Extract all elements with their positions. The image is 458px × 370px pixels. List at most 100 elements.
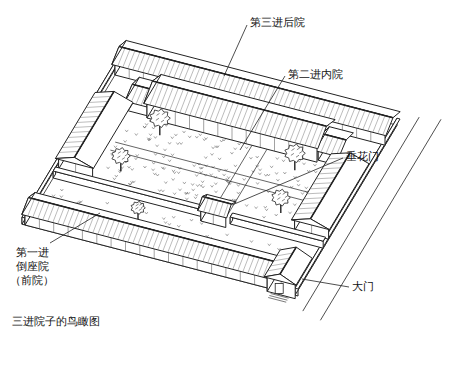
tree-scribble	[125, 154, 128, 156]
grass-mark	[243, 178, 246, 180]
grass-mark	[223, 174, 226, 176]
grass-mark	[154, 153, 157, 155]
roof-tile	[83, 111, 102, 112]
roof-tile	[63, 208, 70, 225]
roof-tile	[59, 151, 78, 152]
grass-mark	[245, 147, 248, 149]
grass-mark	[184, 193, 187, 195]
grass-mark	[149, 134, 152, 136]
grass-mark	[164, 221, 167, 223]
roof-ridge	[153, 81, 327, 126]
grass-mark	[200, 171, 203, 173]
grass-mark	[220, 140, 223, 142]
roof-tile	[175, 89, 184, 112]
grass-mark	[134, 158, 137, 160]
roof-tile	[65, 141, 84, 142]
grass-mark	[270, 166, 273, 168]
grass-mark	[195, 136, 198, 138]
grass-mark	[171, 154, 174, 156]
tree-scribble	[162, 113, 165, 115]
grass-mark	[230, 152, 233, 154]
tree-scribble	[292, 149, 295, 151]
roof-tile	[301, 203, 320, 204]
callout-label: 第一进 倒座院 （前院）	[8, 246, 56, 287]
grass-mark	[191, 183, 194, 185]
roof-tile	[133, 226, 140, 243]
grass-mark	[265, 209, 268, 211]
grass-mark	[204, 157, 207, 159]
tree-crown	[131, 201, 145, 214]
roof-tile	[319, 173, 338, 174]
roof-tile	[315, 125, 324, 147]
roof-gable	[55, 157, 93, 168]
grass-mark	[143, 126, 146, 128]
grass-mark	[179, 189, 182, 191]
roof-tile	[203, 245, 210, 262]
grass-mark	[275, 172, 278, 174]
roof-gable	[22, 193, 35, 215]
roof-tile	[98, 217, 105, 234]
grass-mark	[168, 223, 171, 225]
roof-tile	[338, 105, 345, 123]
roof-tile	[348, 108, 355, 126]
roof-tile	[103, 219, 110, 236]
grass-mark	[147, 139, 150, 141]
grass-mark	[128, 166, 131, 168]
grass-mark	[168, 160, 171, 162]
grass-mark	[174, 134, 177, 136]
tree-scribble	[123, 151, 126, 153]
roof-tile	[214, 201, 219, 215]
leader-lines	[50, 25, 349, 287]
grass-mark	[200, 222, 203, 224]
grass-mark	[201, 181, 204, 183]
callout-label: 大门	[352, 280, 374, 294]
roof-tile	[180, 90, 189, 113]
roof-tile	[158, 58, 165, 76]
roof-front	[144, 81, 327, 149]
grass-mark	[177, 225, 180, 227]
roof-tile	[373, 114, 380, 132]
grass-mark	[153, 173, 156, 175]
roof-tile	[78, 212, 85, 229]
roof-ridge	[280, 247, 296, 274]
roof-tile	[158, 233, 165, 250]
roof-tile	[123, 49, 130, 67]
roof-tile	[331, 138, 338, 155]
grass-mark	[226, 234, 229, 236]
roof-tile	[368, 113, 375, 131]
roof-tile	[290, 119, 299, 141]
grass-mark	[218, 158, 221, 160]
roof-tile	[343, 107, 350, 125]
roof-tile	[270, 114, 279, 137]
roof-tile	[322, 168, 341, 169]
grass-mark	[115, 175, 118, 177]
roof-front	[22, 198, 277, 280]
roof-tile	[265, 112, 274, 134]
tree-scribble	[156, 118, 159, 120]
roof-tile	[353, 109, 360, 127]
roof-ridge	[28, 198, 276, 263]
roof-tile	[258, 259, 265, 276]
grass-mark	[268, 244, 271, 246]
roof-tile	[92, 96, 111, 97]
grass-mark	[107, 167, 110, 169]
tree-scribble	[161, 120, 164, 122]
grass-mark	[158, 190, 161, 192]
roof-tile	[178, 238, 185, 255]
grass-mark	[227, 176, 230, 178]
grass-mark	[172, 170, 175, 172]
grass-mark	[255, 207, 258, 209]
grass-mark	[214, 183, 217, 185]
grass-mark	[215, 191, 218, 193]
roof-tile	[118, 222, 125, 239]
grass-mark	[297, 184, 300, 186]
grass-mark	[195, 174, 198, 176]
tree-scribble	[277, 198, 280, 200]
grass-mark	[129, 183, 132, 185]
grass-mark	[156, 174, 159, 176]
grass-mark	[185, 198, 188, 200]
tree-scribble	[157, 113, 160, 115]
grass-mark	[297, 180, 300, 182]
grass-mark	[276, 157, 279, 159]
grass-mark	[185, 192, 188, 194]
